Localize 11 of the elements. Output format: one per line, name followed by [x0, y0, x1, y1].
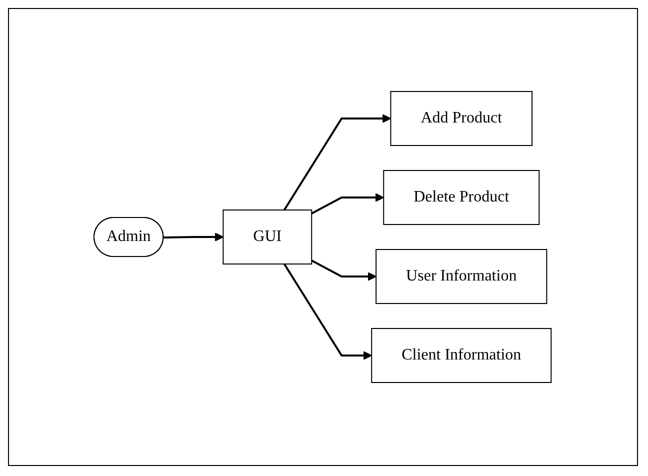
node-box	[376, 249, 548, 304]
arrow	[312, 193, 384, 214]
node-box	[223, 210, 313, 264]
arrow	[312, 260, 377, 281]
node-box	[384, 170, 540, 225]
node-box	[390, 91, 533, 146]
node-box	[372, 328, 552, 383]
arrow	[284, 263, 372, 360]
arrow	[284, 114, 392, 211]
diagram-frame: Admin GUI Add Product Delete Product User Information Client Information	[8, 8, 638, 466]
arrow	[164, 232, 224, 242]
